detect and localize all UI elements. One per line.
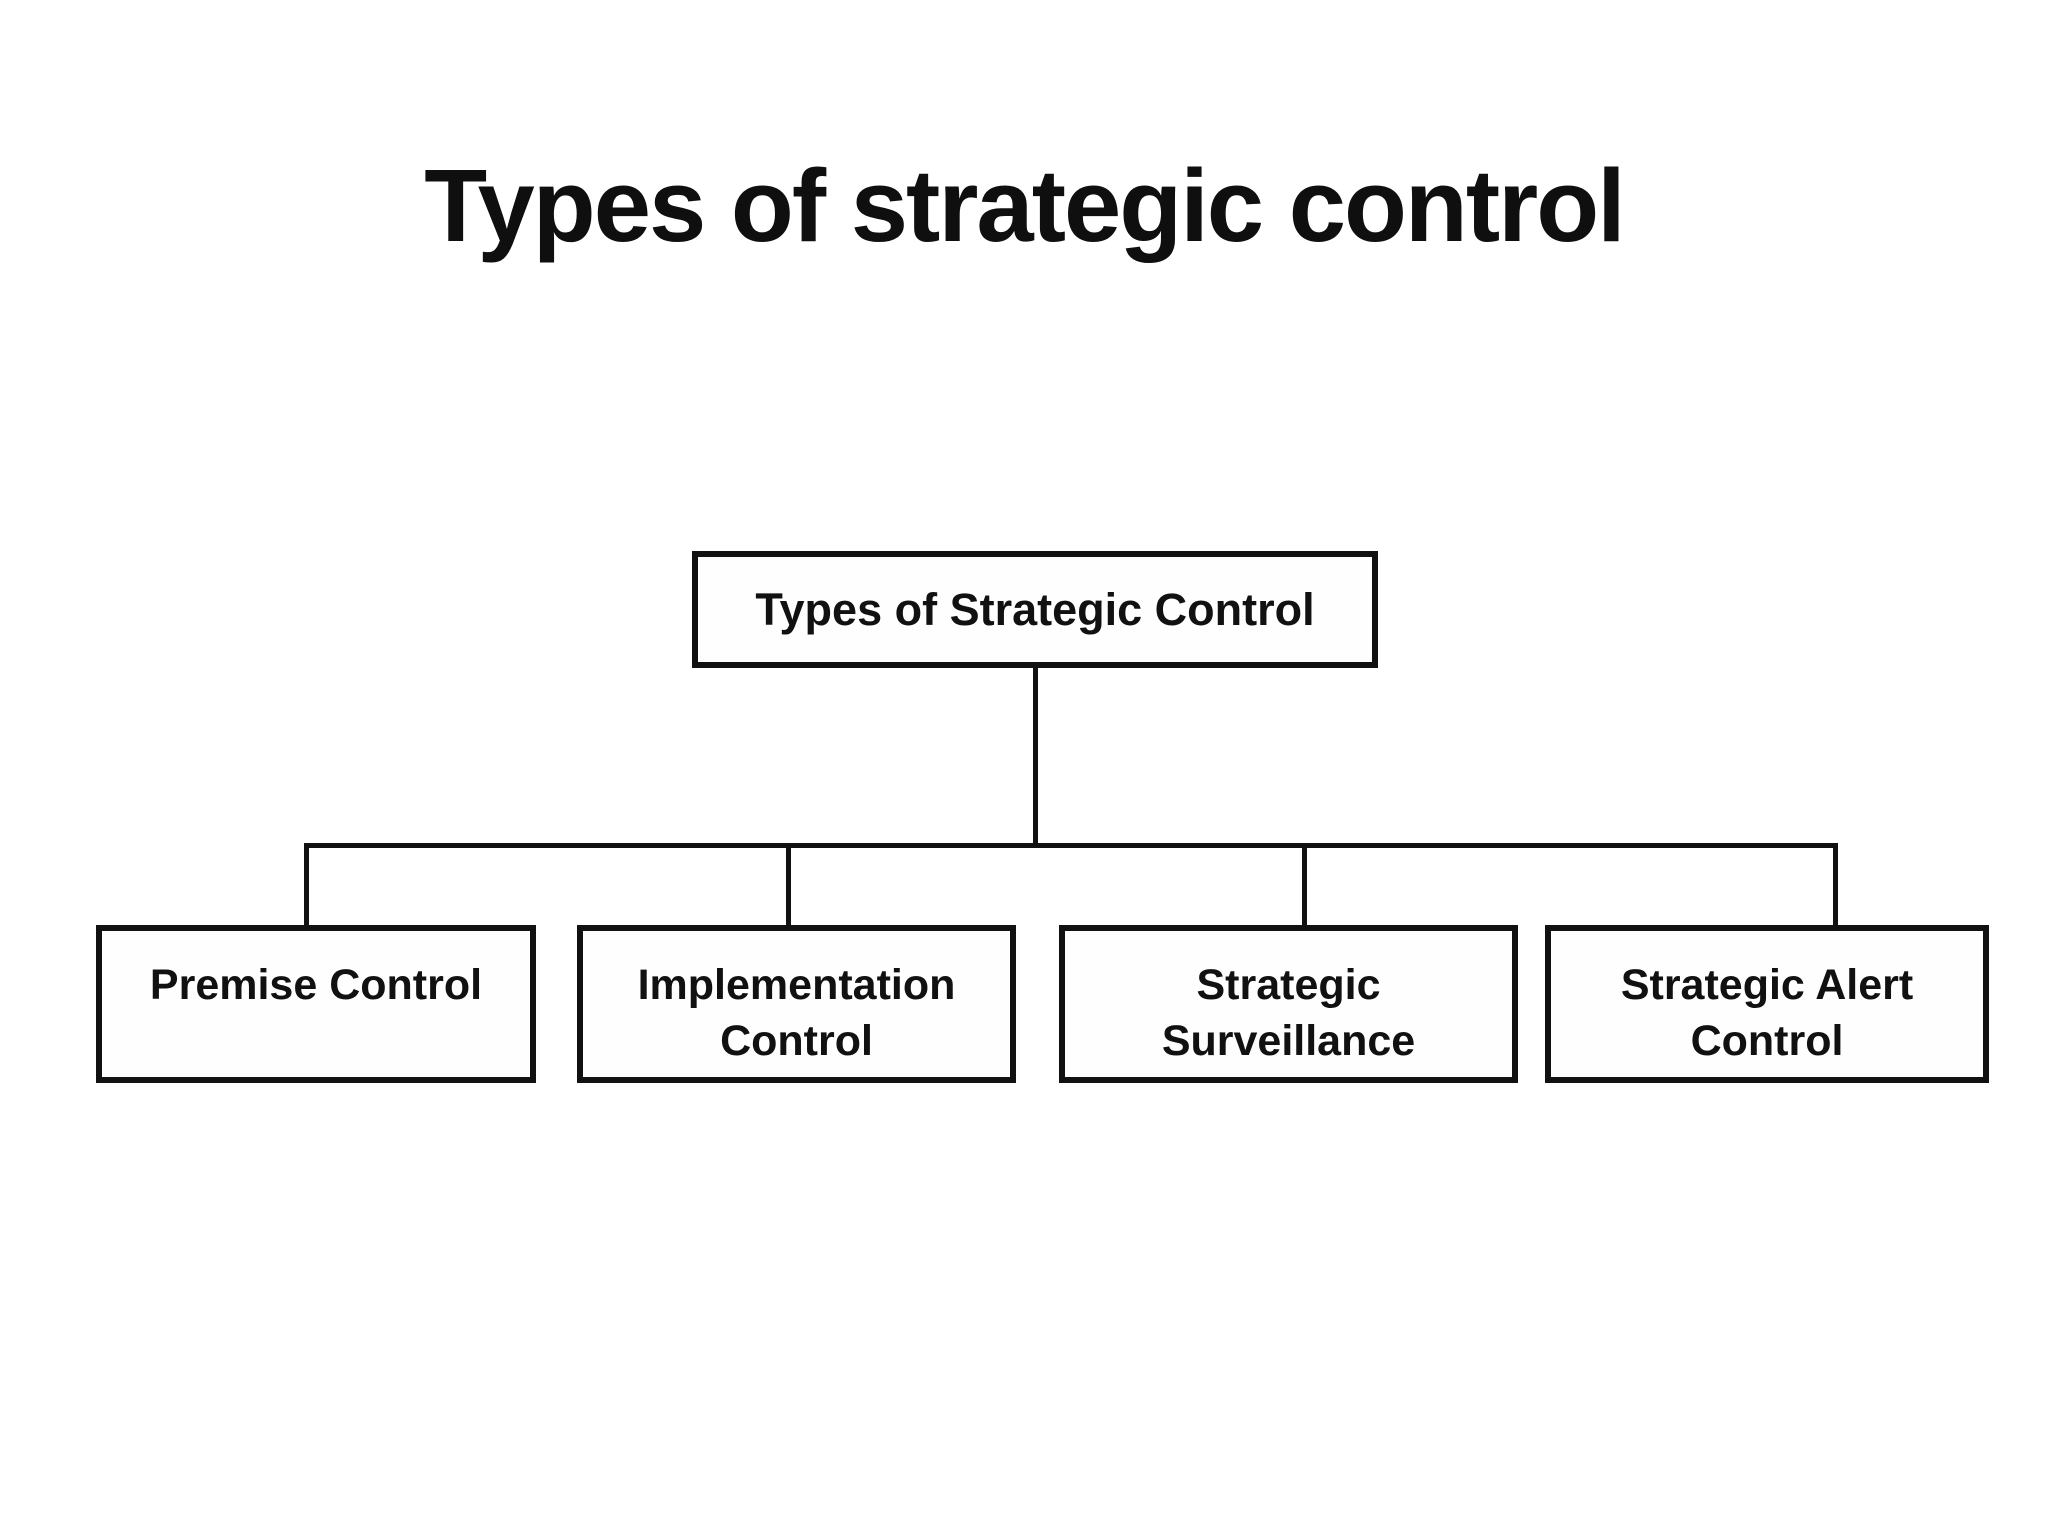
connector-drop-implementation-control — [786, 846, 791, 927]
node-label: Types of Strategic Control — [755, 583, 1315, 635]
node-label-line: Control — [720, 1017, 873, 1065]
node-types-of-strategic-control: Types of Strategic Control — [692, 551, 1378, 668]
node-premise-control: Premise Control — [96, 925, 536, 1083]
node-label-line: Implementation — [637, 961, 956, 1009]
node-strategic-surveillance: Strategic Surveillance — [1059, 925, 1518, 1083]
node-strategic-alert-control: Strategic Alert Control — [1545, 925, 1989, 1083]
connector-drop-strategic-surveillance — [1302, 846, 1307, 927]
node-label-line: Strategic Alert — [1620, 961, 1914, 1009]
node-label-line: Surveillance — [1161, 1017, 1416, 1065]
node-label-line: Strategic — [1196, 961, 1381, 1009]
connector-root-drop — [1033, 664, 1038, 846]
node-label-line: Control — [1690, 1017, 1844, 1065]
slide-title: Types of strategic control — [424, 148, 1626, 263]
connector-drop-premise-control — [304, 846, 309, 927]
node-implementation-control: Implementation Control — [577, 925, 1016, 1083]
node-label-line: Premise Control — [149, 961, 483, 1009]
connector-drop-strategic-alert-control — [1833, 846, 1838, 927]
connector-horizontal-bus — [304, 843, 1838, 848]
